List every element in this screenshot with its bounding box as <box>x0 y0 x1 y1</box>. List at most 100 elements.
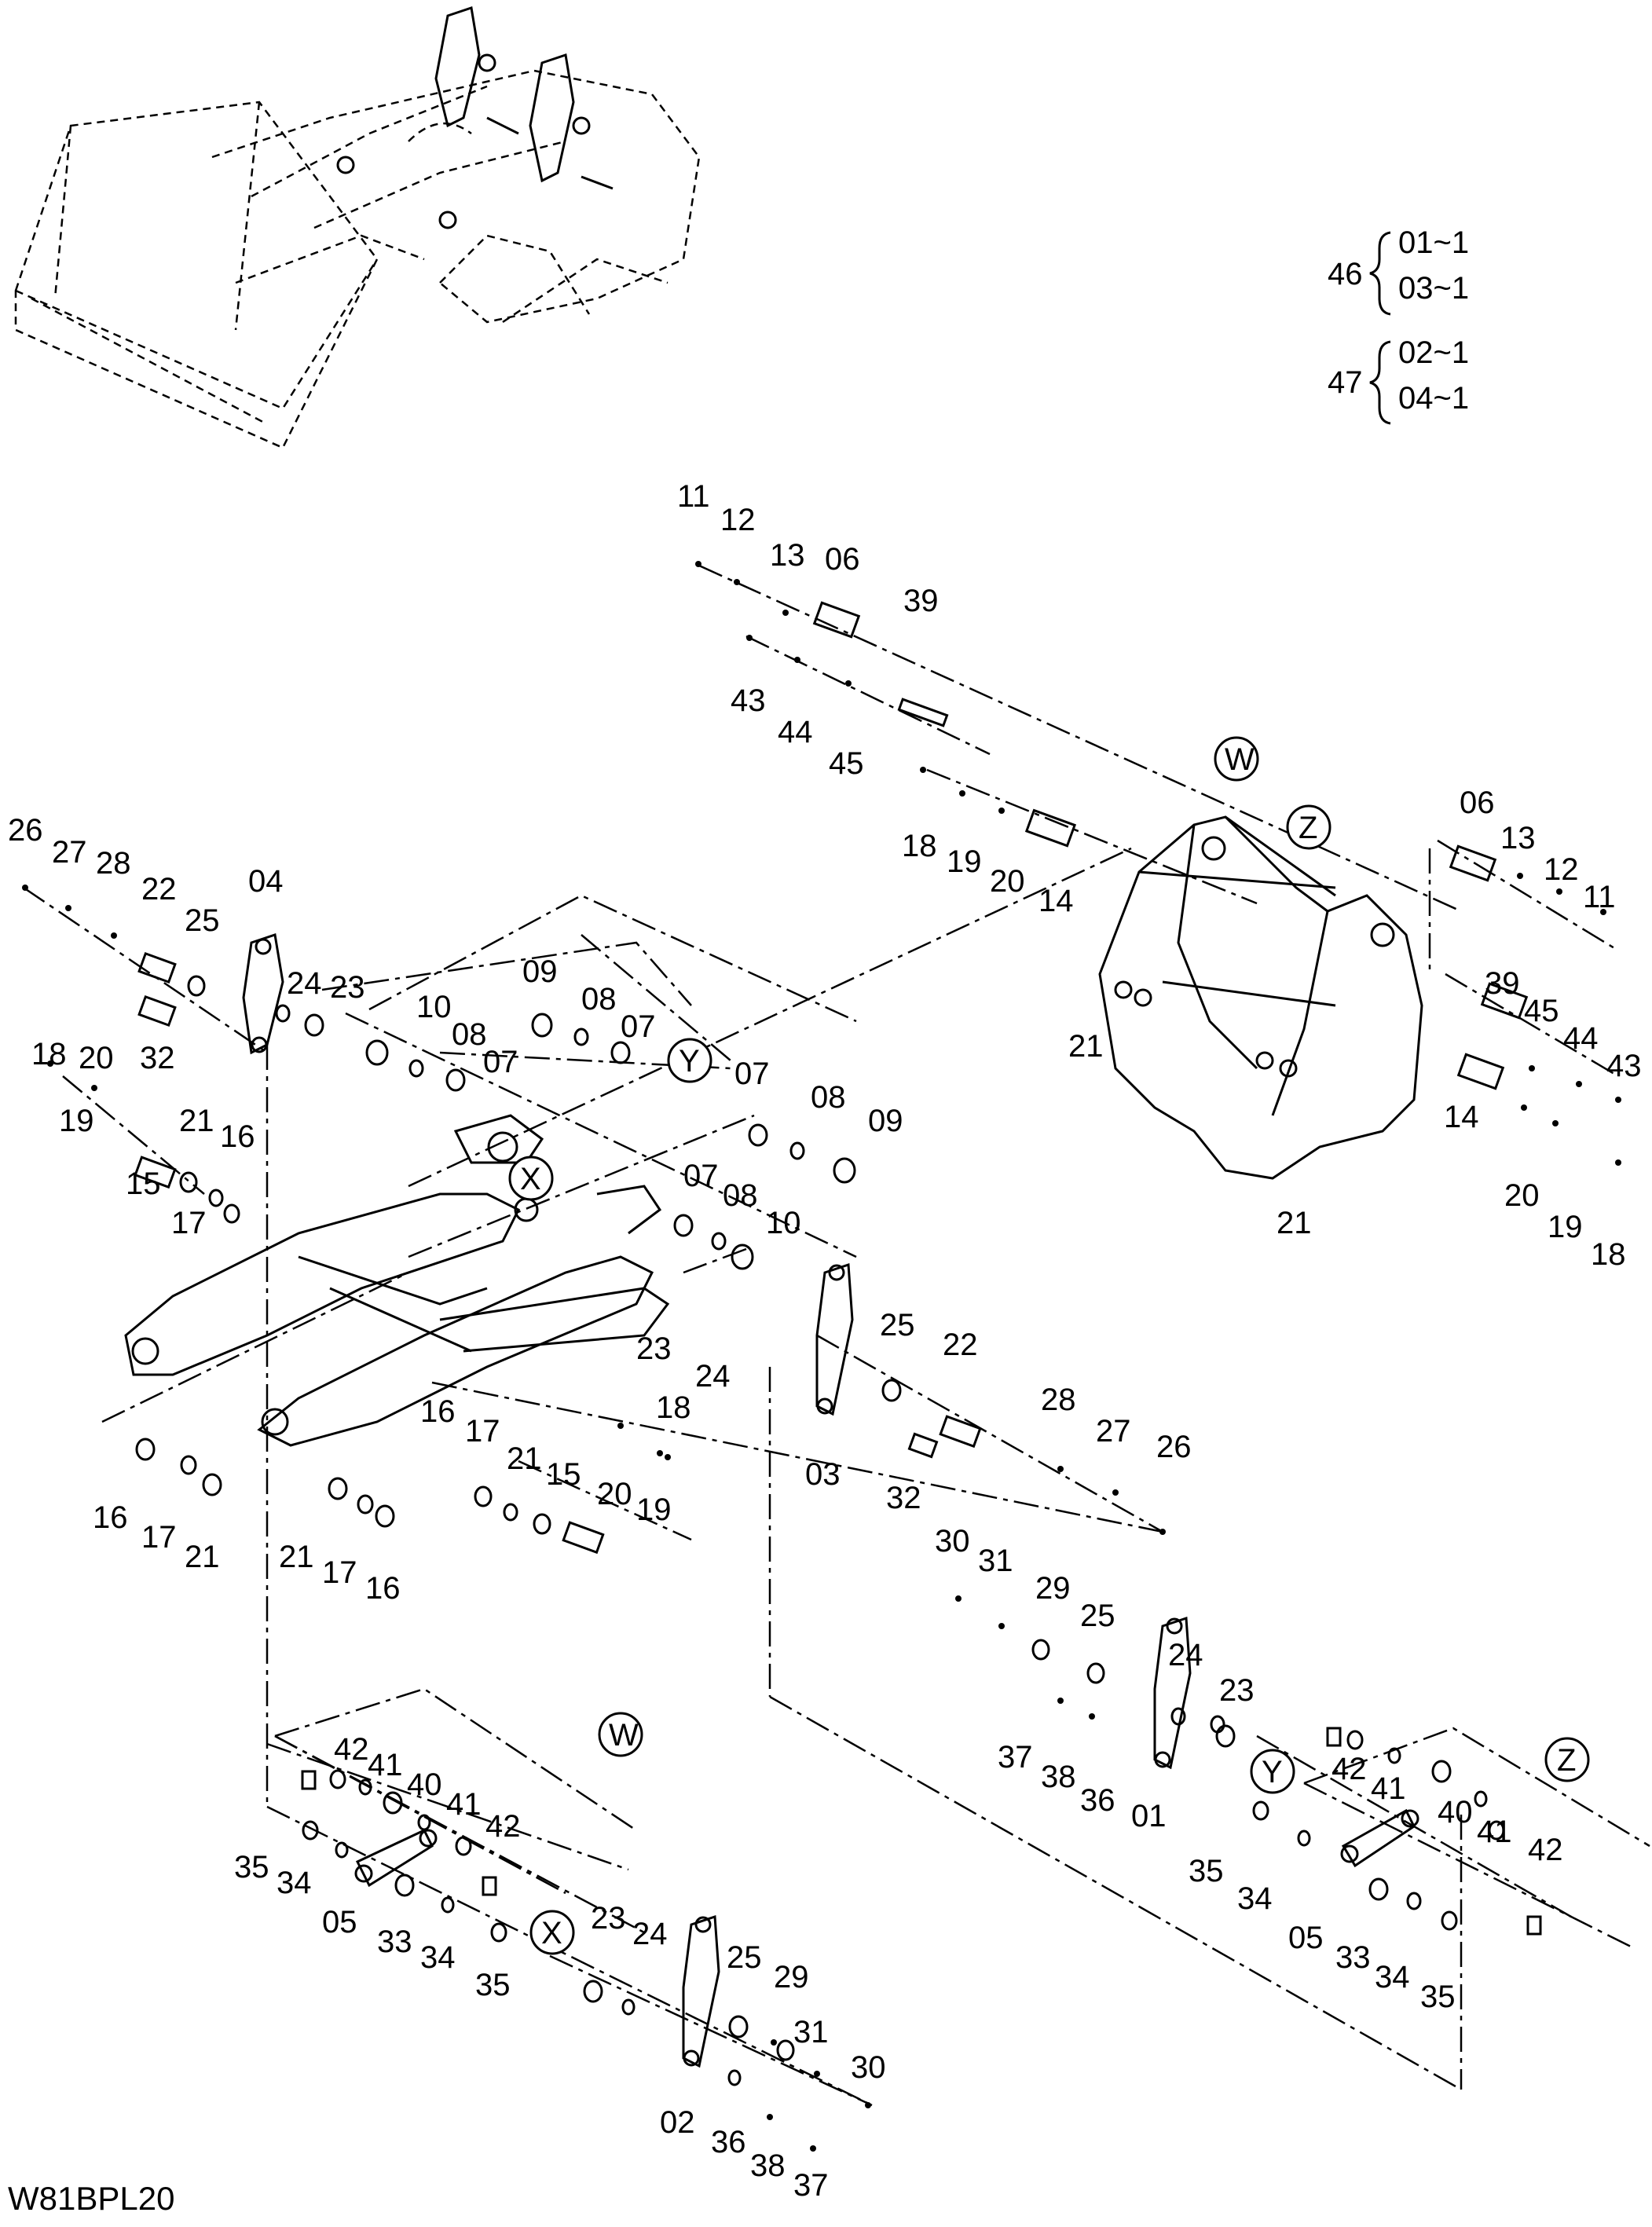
part-number-label: 08 <box>811 1080 846 1115</box>
callout-x-bottom: X <box>541 1916 562 1950</box>
part-number-label: 41 <box>1371 1771 1406 1806</box>
part-number-label: 34 <box>1375 1960 1410 1994</box>
part-number-label: 16 <box>220 1119 255 1154</box>
part-number-label: 18 <box>1591 1237 1626 1272</box>
part-number-label: 22 <box>141 872 177 907</box>
legend-braces <box>1369 231 1391 425</box>
part-number-label: 21 <box>279 1540 314 1574</box>
part-number-label: 36 <box>711 2125 746 2159</box>
part-number-label: 12 <box>1544 852 1579 887</box>
part-number-label: 44 <box>1563 1021 1599 1056</box>
part-number-label: 08 <box>581 982 617 1016</box>
part-number-label: 41 <box>446 1787 482 1822</box>
part-number-label: 45 <box>1524 994 1559 1028</box>
callout-w-frame: W <box>1225 742 1255 777</box>
part-number-label: 17 <box>171 1206 207 1240</box>
part-number-label: 24 <box>1168 1638 1203 1672</box>
part-number-label: 42 <box>334 1732 369 1767</box>
part-number-label: 31 <box>793 2015 829 2049</box>
part-number-label: 25 <box>1080 1599 1115 1633</box>
legend-46-line1: 01~1 <box>1398 225 1469 260</box>
part-number-label: 41 <box>368 1748 403 1782</box>
part-number-label: 13 <box>1500 821 1536 855</box>
part-number-label: 38 <box>750 2148 786 2183</box>
part-number-label: 19 <box>1548 1210 1583 1244</box>
part-number-label: 23 <box>1219 1673 1255 1708</box>
front-frame <box>1098 815 1423 1180</box>
part-number-label: 18 <box>656 1390 691 1425</box>
callout-z-group: Z <box>1557 1743 1576 1778</box>
part-number-label: 32 <box>140 1041 175 1075</box>
part-number-label: 26 <box>1156 1430 1192 1464</box>
part-number-label: 39 <box>1485 966 1520 1001</box>
part-number-label: 06 <box>1460 786 1495 820</box>
part-number-label: 20 <box>990 864 1025 899</box>
part-number-label: 35 <box>1189 1854 1224 1888</box>
part-number-label: 21 <box>185 1540 220 1574</box>
part-number-label: 36 <box>1080 1783 1115 1818</box>
part-number-label: 25 <box>880 1308 915 1342</box>
part-number-label: 29 <box>1035 1571 1071 1606</box>
legend-47-number: 47 <box>1328 365 1363 400</box>
part-number-label: 17 <box>322 1555 357 1590</box>
part-number-label: 35 <box>1420 1980 1456 2014</box>
part-number-label: 28 <box>1041 1383 1076 1417</box>
part-number-label: 09 <box>868 1104 903 1138</box>
callout-y-left: Y <box>679 1044 700 1079</box>
part-number-label: 37 <box>793 2168 829 2203</box>
leader-dots <box>22 561 1621 2152</box>
part-number-label: 16 <box>420 1394 456 1429</box>
part-number-label: 23 <box>636 1331 672 1366</box>
part-number-label: 22 <box>943 1328 978 1362</box>
overview-links <box>336 6 614 229</box>
part-number-label: 28 <box>96 846 131 881</box>
part-number-label: 16 <box>365 1571 401 1606</box>
part-number-label: 19 <box>636 1493 672 1527</box>
phantom-lines <box>23 564 1650 2107</box>
part-number-label: 41 <box>1477 1815 1512 1849</box>
pins <box>134 601 1529 1555</box>
part-number-label: 40 <box>1438 1795 1473 1830</box>
part-number-label: 12 <box>720 503 756 537</box>
part-number-label: 10 <box>416 990 452 1024</box>
part-number-label: 43 <box>731 683 766 718</box>
part-number-label: 19 <box>947 844 982 879</box>
callout-circles <box>508 736 1590 1955</box>
part-number-label: 15 <box>546 1457 581 1492</box>
part-number-label: 05 <box>1288 1921 1324 1955</box>
part-number-label: 42 <box>485 1809 521 1844</box>
part-number-label: 07 <box>734 1057 770 1091</box>
part-number-label: 34 <box>1237 1881 1273 1916</box>
part-number-label: 32 <box>886 1481 921 1515</box>
part-number-label: 38 <box>1041 1760 1076 1794</box>
part-number-label: 25 <box>185 903 220 938</box>
link-group-z <box>1326 1727 1542 1936</box>
part-number-label: 25 <box>727 1940 762 1975</box>
part-number-label: 14 <box>1038 884 1074 918</box>
part-number-label: 34 <box>277 1866 312 1900</box>
part-number-label: 40 <box>407 1767 442 1802</box>
callout-x-arm: X <box>520 1162 541 1196</box>
part-number-label: 11 <box>1583 880 1616 914</box>
part-number-label: 02 <box>660 2105 695 2140</box>
part-number-label: 03 <box>805 1457 841 1492</box>
part-number-label: 17 <box>141 1520 177 1555</box>
legend-46-line2: 03~1 <box>1398 271 1469 306</box>
part-number-label: 14 <box>1444 1100 1479 1134</box>
part-number-label: 29 <box>774 1960 809 1994</box>
part-number-label: 34 <box>420 1940 456 1975</box>
part-number-label: 13 <box>770 538 805 573</box>
part-number-label: 21 <box>507 1441 542 1476</box>
part-number-label: 27 <box>52 835 87 870</box>
part-number-label: 07 <box>483 1045 518 1079</box>
legend-47-line1: 02~1 <box>1398 335 1469 370</box>
part-number-label: 44 <box>778 715 813 749</box>
callout-y-right: Y <box>1262 1755 1283 1789</box>
part-number-label: 20 <box>597 1477 632 1511</box>
part-number-label: 19 <box>59 1104 94 1138</box>
part-number-label: 21 <box>1277 1206 1312 1240</box>
part-number-label: 15 <box>126 1167 161 1201</box>
drawing-code: W81BPL20 <box>8 2180 175 2217</box>
